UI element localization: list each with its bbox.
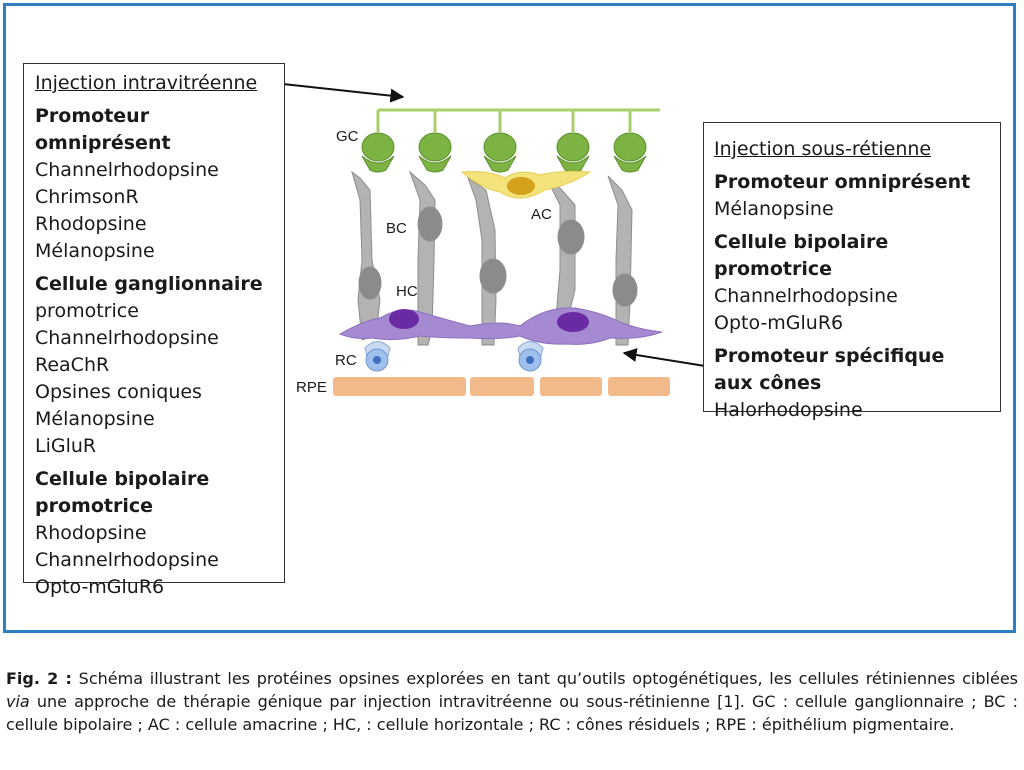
- section-title: Promoteur omniprésent: [714, 171, 971, 193]
- arrow-subretinal: [622, 348, 706, 367]
- ganglion-cell: [418, 132, 452, 162]
- opsin-item: Rhodopsine: [35, 522, 147, 544]
- ganglion-cell: [483, 132, 517, 162]
- label-rc: RC: [335, 352, 357, 369]
- subretinal-injection-box: Injection sous-rétienne Promoteur omnipr…: [703, 122, 1001, 421]
- figure-label: Fig. 2 :: [6, 669, 72, 688]
- bipolar-cell: [467, 176, 497, 346]
- section-title: Promoteur omniprésent: [35, 105, 171, 154]
- opsin-item: Opsines coniques: [35, 381, 202, 403]
- opsin-item: Channelrhodopsine: [35, 549, 219, 571]
- section-title-cont: aux cônes: [714, 372, 822, 394]
- caption-via: via: [6, 692, 30, 711]
- bipolar-nucleus: [358, 266, 382, 300]
- caption-text: Schéma illustrant les protéines opsines …: [71, 669, 1018, 688]
- section-title: Cellule bipolaire: [35, 468, 210, 490]
- intravitreal-injection-box: Injection intravitréenne Promoteur omnip…: [23, 63, 285, 598]
- opsin-item: Halorhodopsine: [714, 399, 863, 421]
- retina-diagram: GC BC AC HC RC RPE: [282, 83, 706, 396]
- opsin-item: LiGluR: [35, 435, 97, 457]
- opsin-item: Mélanopsine: [35, 240, 155, 262]
- label-bc: BC: [386, 220, 407, 237]
- intravitreal-heading: Injection intravitréenne: [35, 72, 258, 94]
- figure-frame: [3, 3, 1016, 633]
- ganglion-cell: [613, 132, 647, 162]
- rpe-cell: [540, 377, 602, 396]
- opsin-item: Channelrhodopsine: [35, 327, 219, 349]
- ganglion-cells: [361, 108, 660, 173]
- horizontal-nucleus: [557, 312, 589, 332]
- section-title: Cellule bipolaire promotrice: [714, 231, 889, 280]
- rpe-cell: [470, 377, 534, 396]
- rpe-cell: [402, 377, 464, 396]
- ganglion-cell: [556, 132, 590, 162]
- caption-text: une approche de thérapie génique par inj…: [6, 692, 1018, 734]
- section-title: Promoteur spécifique: [714, 345, 945, 367]
- section-title-cont: promotrice: [35, 495, 153, 517]
- horizontal-cells: [338, 307, 663, 345]
- opsin-item: Channelrhodopsine: [35, 159, 219, 181]
- opsin-item: ReaChR: [35, 354, 110, 376]
- section-title: Cellule ganglionnaire: [35, 273, 263, 295]
- rpe-cell: [608, 377, 670, 396]
- ganglion-cell: [361, 132, 395, 162]
- opsin-item: Channelrhodopsine: [714, 285, 898, 307]
- figure-caption: Fig. 2 : Schéma illustrant les protéines…: [6, 667, 1018, 736]
- bipolar-nucleus: [557, 219, 585, 255]
- label-gc: GC: [336, 128, 359, 145]
- amacrine-cell: [460, 170, 592, 199]
- amacrine-nucleus: [507, 177, 535, 195]
- arrow-intravitreal: [282, 83, 405, 103]
- label-ac: AC: [531, 206, 552, 223]
- opsin-item: Opto-mGluR6: [35, 576, 165, 598]
- opsin-item: Rhodopsine: [35, 213, 147, 235]
- bipolar-nucleus: [479, 258, 507, 294]
- bipolar-cell: [351, 170, 381, 341]
- bipolar-nucleus: [417, 206, 443, 242]
- opsin-item: Opto-mGluR6: [714, 312, 844, 334]
- opsin-item: Mélanopsine: [714, 198, 834, 220]
- bipolar-nucleus: [612, 273, 638, 307]
- opsin-item: promotrice: [35, 300, 139, 322]
- rpe-layer: [333, 377, 670, 396]
- subretinal-heading: Injection sous-rétienne: [714, 138, 932, 160]
- horizontal-nucleus: [389, 309, 419, 329]
- residual-cones: [364, 341, 544, 372]
- opsin-item: ChrimsonR: [35, 186, 139, 208]
- label-hc: HC: [396, 283, 418, 300]
- label-rpe: RPE: [296, 379, 327, 396]
- opsin-item: Mélanopsine: [35, 408, 155, 430]
